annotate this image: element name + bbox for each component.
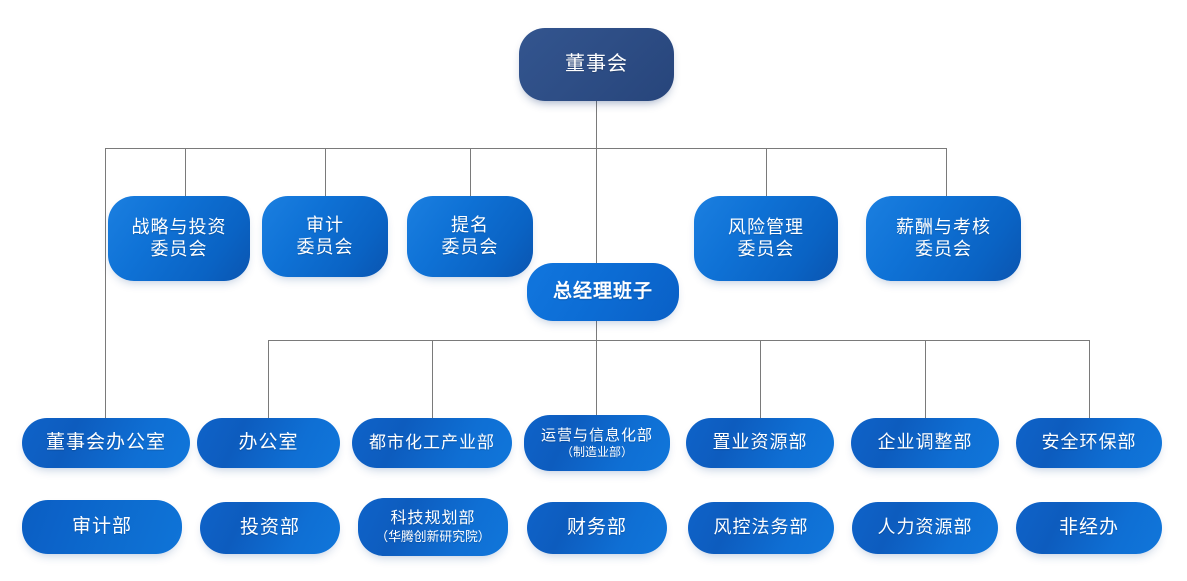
node-label-line1: 运营与信息化部 [540, 426, 653, 444]
node-board-office[interactable]: 董事会办公室 [22, 418, 190, 468]
node-label: 总经理班子 [552, 281, 653, 303]
node-strategy-investment-committee[interactable]: 战略与投资 委员会 [108, 196, 250, 281]
node-label-line1: 风险管理 [728, 216, 804, 237]
node-safety-environmental-dept[interactable]: 安全环保部 [1016, 418, 1162, 468]
node-property-resources-dept[interactable]: 置业资源部 [686, 418, 834, 468]
connector-gm-down [596, 320, 597, 340]
node-office[interactable]: 办公室 [197, 418, 340, 468]
node-label-line2: （华腾创新研究院） [375, 528, 491, 544]
node-label-line1: 科技规划部 [390, 510, 476, 528]
node-label-line2: 委员会 [915, 238, 972, 259]
node-label-line2: 委员会 [441, 236, 499, 257]
node-label-line1: 风控法务部 [713, 517, 809, 538]
node-non-operating-office[interactable]: 非经办 [1016, 502, 1162, 554]
node-label-line1: 财务部 [566, 517, 627, 539]
node-finance-dept[interactable]: 财务部 [527, 502, 667, 554]
connector-committee-drop-5 [946, 148, 947, 196]
node-label-line1: 薪酬与考核 [896, 216, 991, 237]
node-label-line1: 人力资源部 [877, 517, 973, 538]
connector-committee-bus [105, 148, 947, 149]
connector-committee-drop-3 [470, 148, 471, 196]
node-urban-chemical-industry-dept[interactable]: 都市化工产业部 [352, 418, 512, 468]
node-compensation-appraisal-committee[interactable]: 薪酬与考核 委员会 [866, 196, 1021, 281]
node-nomination-committee[interactable]: 提名 委员会 [407, 196, 533, 277]
node-label-line1: 战略与投资 [131, 216, 227, 237]
node-label-line1: 审计部 [71, 516, 132, 538]
connector-department-drop-3 [596, 340, 597, 418]
connector-committee-drop-4 [766, 148, 767, 196]
node-operations-informatization-dept[interactable]: 运营与信息化部 （制造业部） [524, 415, 670, 471]
node-audit-dept[interactable]: 审计部 [22, 500, 182, 554]
node-label-line1: 都市化工产业部 [369, 432, 495, 452]
node-label: 董事会 [565, 53, 628, 76]
node-label-line1: 非经办 [1058, 517, 1119, 539]
connector-gm-stem [596, 148, 597, 265]
connector-board-stem [596, 101, 597, 148]
node-general-manager-team[interactable]: 总经理班子 [527, 263, 679, 321]
node-human-resources-dept[interactable]: 人力资源部 [852, 502, 998, 554]
node-risk-legal-dept[interactable]: 风控法务部 [688, 502, 834, 554]
node-enterprise-adjustment-dept[interactable]: 企业调整部 [851, 418, 999, 468]
node-investment-dept[interactable]: 投资部 [200, 502, 340, 554]
node-audit-committee[interactable]: 审计 委员会 [262, 196, 388, 277]
node-label-line1: 投资部 [239, 517, 300, 539]
node-label-line1: 置业资源部 [712, 432, 808, 453]
node-label-line1: 安全环保部 [1041, 432, 1137, 453]
connector-department-drop-2 [432, 340, 433, 418]
connector-board-office-drop [105, 148, 106, 418]
node-board-of-directors[interactable]: 董事会 [519, 28, 674, 101]
connector-department-drop-6 [1089, 340, 1090, 418]
node-risk-management-committee[interactable]: 风险管理 委员会 [694, 196, 838, 281]
connector-committee-drop-2 [325, 148, 326, 196]
node-label-line2: 委员会 [737, 238, 795, 259]
node-label-line1: 审计 [306, 214, 344, 235]
node-label-line1: 提名 [451, 214, 489, 235]
node-label-line1: 董事会办公室 [45, 432, 166, 454]
connector-department-drop-4 [760, 340, 761, 418]
node-label-line1: 企业调整部 [877, 432, 973, 453]
node-label-line2: 委员会 [296, 236, 354, 257]
connector-department-drop-1 [268, 340, 269, 418]
connector-department-bus [268, 340, 1090, 341]
connector-committee-drop-1 [185, 148, 186, 196]
node-label-line1: 办公室 [238, 432, 299, 454]
node-label-line2: 委员会 [150, 238, 208, 259]
node-label-line2: （制造业部） [560, 444, 633, 459]
connector-department-drop-5 [925, 340, 926, 418]
node-technology-planning-dept[interactable]: 科技规划部 （华腾创新研究院） [358, 498, 508, 556]
